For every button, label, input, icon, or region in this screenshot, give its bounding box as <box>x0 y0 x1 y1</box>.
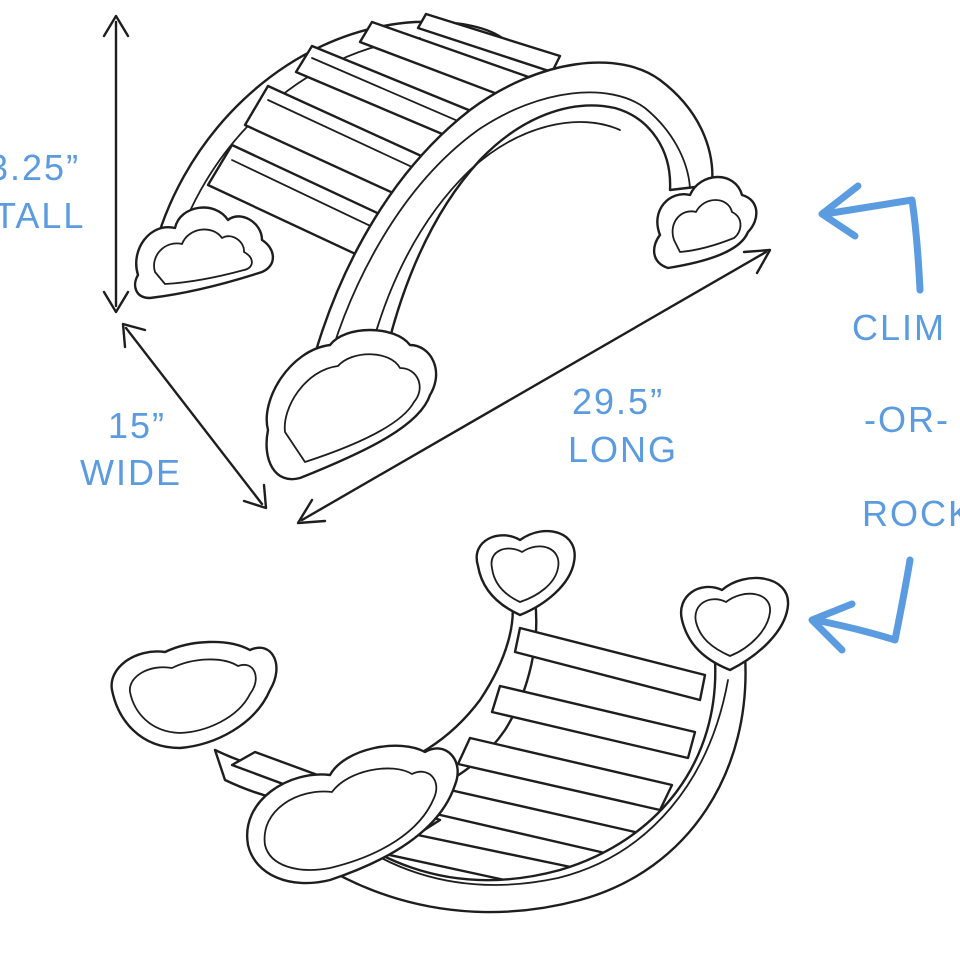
height-value-label: 3.25” <box>0 147 80 188</box>
climb-arrow <box>818 182 924 294</box>
mode-rock-label: ROCK <box>862 493 960 534</box>
height-dimension-line <box>102 14 130 314</box>
front-rocker-rail <box>258 653 747 914</box>
length-word-label: LONG <box>568 429 678 470</box>
rocker-heart-end-middle <box>475 529 576 617</box>
front-left-cloud-foot <box>265 328 438 481</box>
length-value-label: 29.5” <box>572 381 664 422</box>
rock-arrow <box>808 556 914 654</box>
rocker-illustration <box>110 529 790 914</box>
width-dimension-line <box>121 322 268 510</box>
width-value-label: 15” <box>108 405 166 446</box>
front-right-cloud-foot <box>653 175 758 270</box>
climbing-arch-illustration <box>134 12 758 481</box>
rocker-front-cloud-end <box>245 744 459 885</box>
mode-or-label: -OR- <box>864 399 950 440</box>
height-word-label: TALL <box>0 195 85 236</box>
width-word-label: WIDE <box>80 452 182 493</box>
mode-climb-label: CLIM <box>852 307 946 348</box>
length-dimension-line <box>296 248 772 525</box>
back-left-cloud-foot <box>134 206 275 300</box>
